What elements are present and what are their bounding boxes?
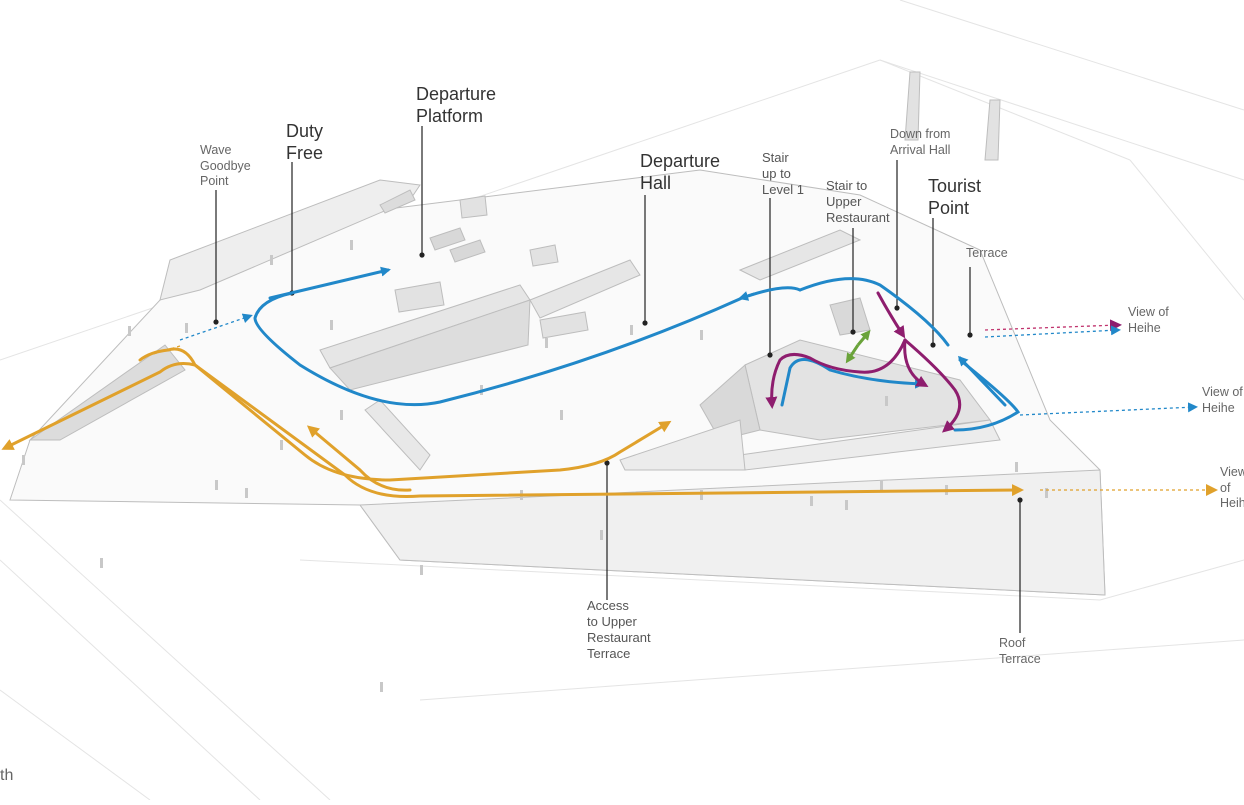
view-of-heihe-label-2: View of Heihe — [1202, 385, 1243, 415]
stair-up-level1-label: Stair up to Level 1 — [762, 150, 804, 197]
terrace-label: Terrace — [966, 246, 1008, 260]
tourist-point-label: Tourist Point — [928, 176, 982, 218]
view-of-heihe-label-3: View of Heihe — [1220, 465, 1244, 510]
stair-upper-restaurant-label: Stair to Upper Restaurant — [826, 178, 890, 225]
building-massing — [9, 71, 1106, 596]
roof-terrace-label: Roof Terrace — [999, 636, 1041, 666]
wave-goodbye-point-label: Wave Goodbye Point — [200, 143, 251, 188]
tourist-route — [765, 291, 962, 433]
access-upper-restaurant-label: Access to Upper Restaurant Terrace — [587, 598, 651, 661]
view-of-heihe-label-1: View of Heihe — [1128, 305, 1169, 335]
down-from-arrival-label: Down from Arrival Hall — [890, 127, 951, 157]
leader-lines — [213, 126, 1023, 633]
duty-free-label: Duty Free — [286, 121, 324, 163]
stair-link — [845, 329, 871, 364]
departure-platform-label: Departure Platform — [416, 84, 497, 126]
corner-text-fragment: th — [0, 767, 14, 784]
departure-hall-label: Departure Hall — [640, 151, 721, 193]
departure-route — [253, 266, 1021, 432]
public-route — [1, 347, 1024, 499]
